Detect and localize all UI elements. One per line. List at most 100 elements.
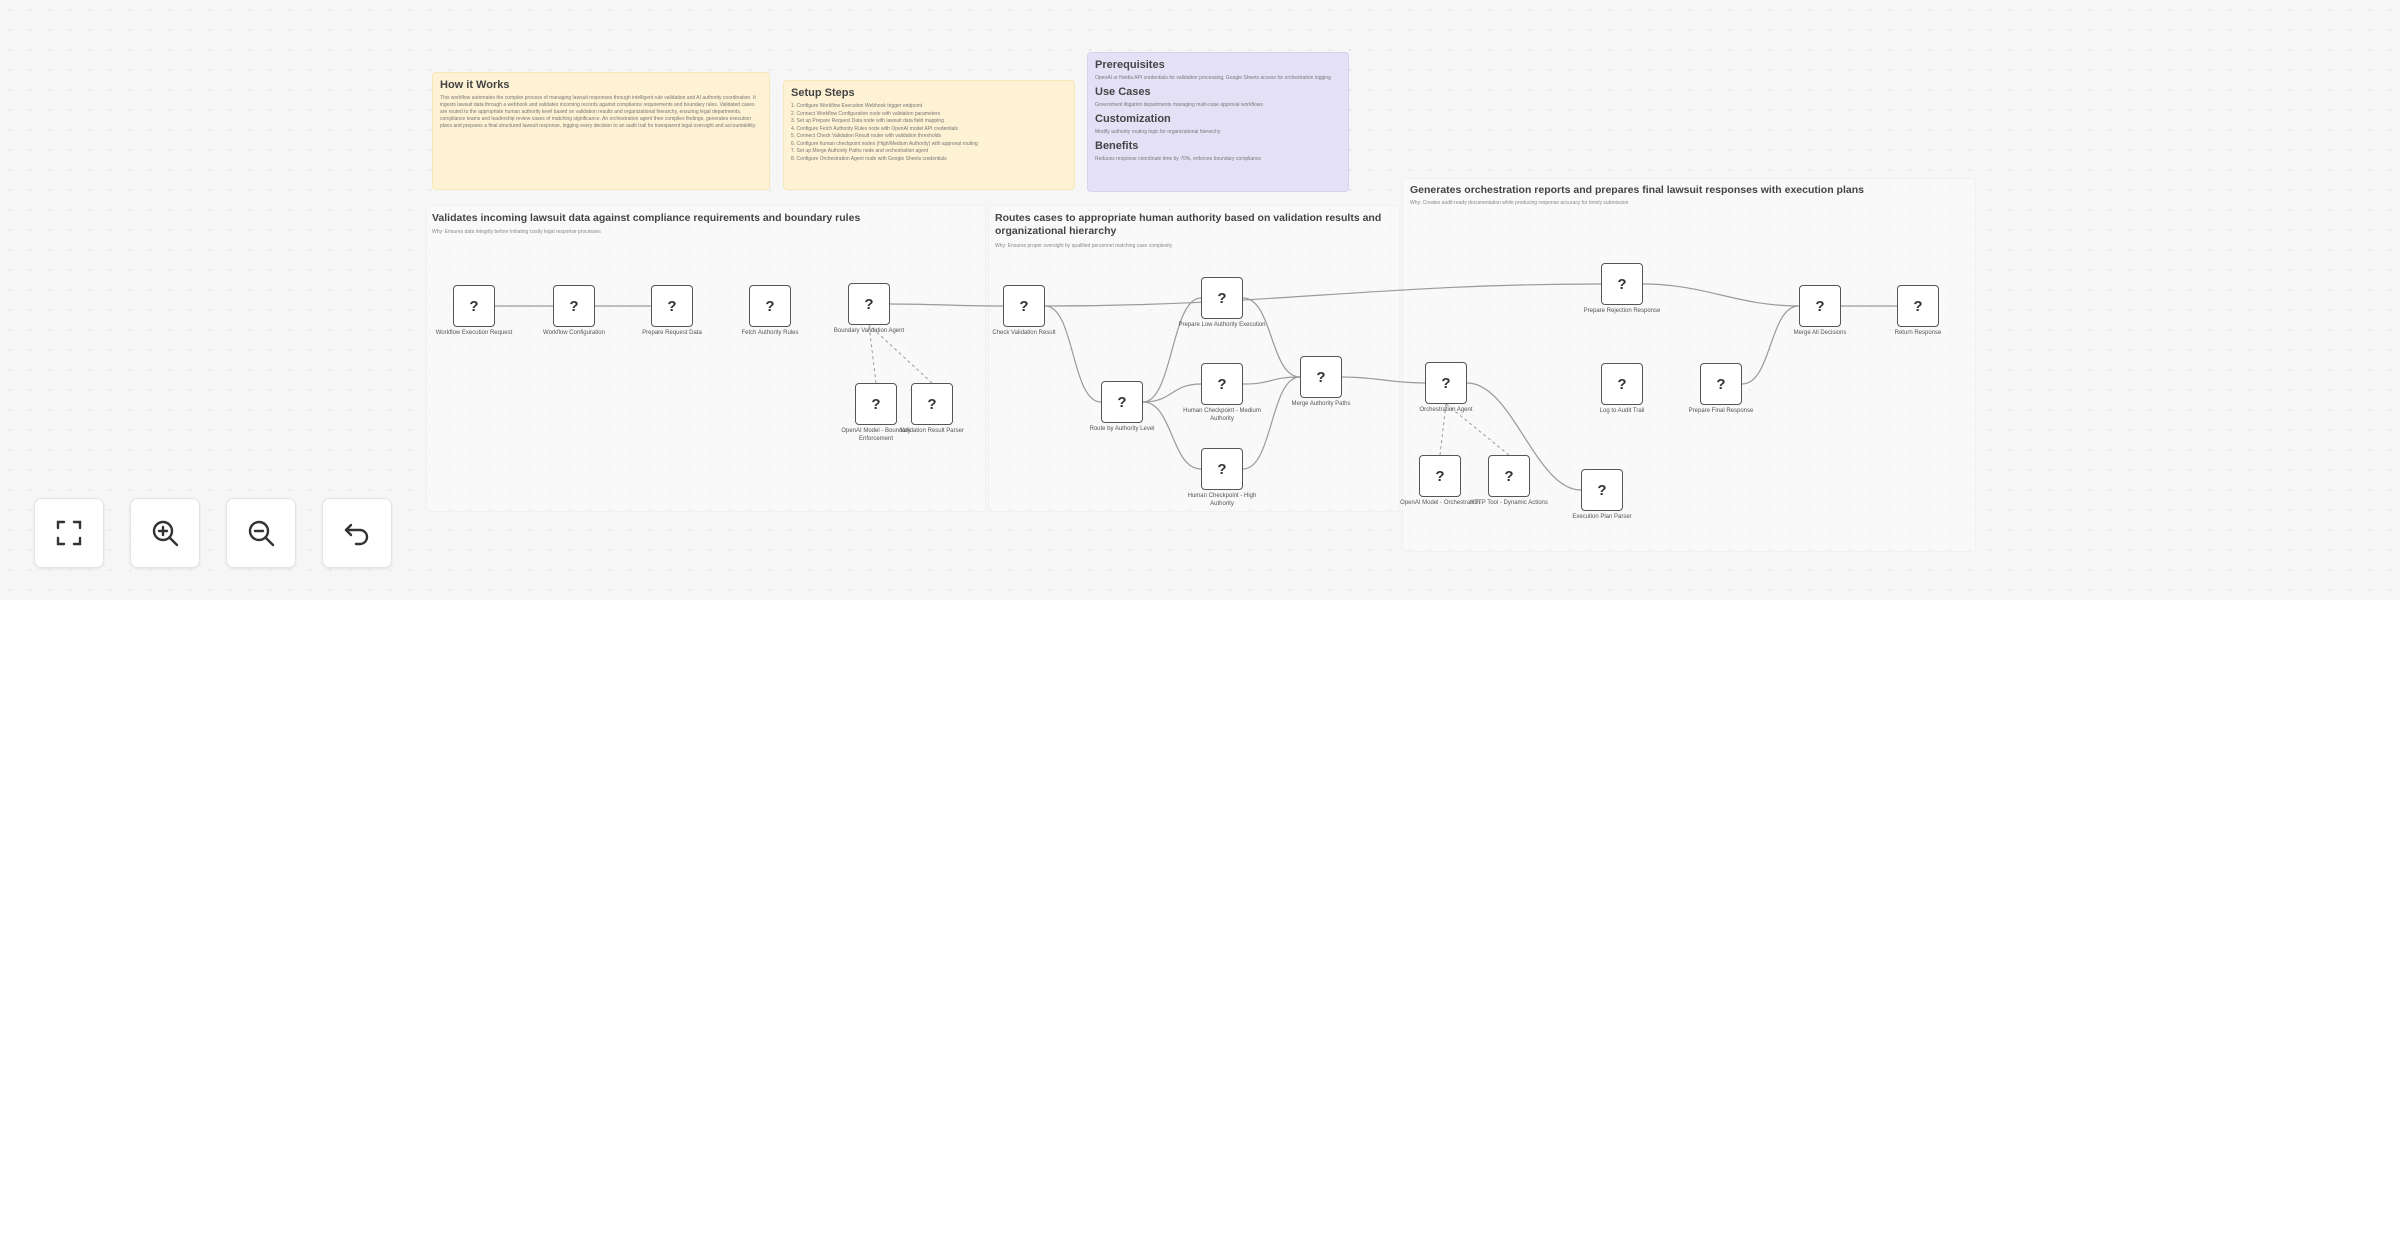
unknown-node-icon: ? bbox=[1117, 393, 1127, 411]
workflow-node[interactable]: ? bbox=[1419, 455, 1461, 497]
group-orchestration[interactable] bbox=[1402, 178, 1976, 552]
setup-step-line: 3. Set up Prepare Request Data node with… bbox=[791, 118, 944, 124]
sticky-title: How it Works bbox=[440, 79, 510, 91]
workflow-node[interactable]: ? bbox=[911, 383, 953, 425]
node-label: Prepare Final Response bbox=[1688, 408, 1754, 414]
group-title-validation: Validates incoming lawsuit data against … bbox=[432, 212, 861, 224]
node-label: Prepare Low Authority Execution bbox=[1178, 322, 1266, 328]
workflow-node[interactable]: ? bbox=[1201, 363, 1243, 405]
unknown-node-icon: ? bbox=[1504, 467, 1514, 485]
node-label: Fetch Authority Rules bbox=[741, 330, 799, 336]
undo-button[interactable] bbox=[322, 498, 392, 568]
sticky-body: Modify authority routing logic for organ… bbox=[1095, 129, 1221, 135]
workflow-node[interactable]: ? bbox=[1581, 469, 1623, 511]
unknown-node-icon: ? bbox=[1217, 289, 1227, 307]
zoom-in-icon bbox=[152, 520, 179, 547]
setup-step-line: 2. Connect Workflow Configuration node w… bbox=[791, 110, 941, 117]
group-validation[interactable] bbox=[426, 205, 986, 512]
node-label: Validation Result Parser bbox=[900, 428, 964, 434]
node-label: Route by Authority Level bbox=[1089, 426, 1155, 432]
sticky-subtitle-customization: Customization bbox=[1095, 113, 1171, 125]
sticky-note-prerequisites[interactable]: Prerequisites OpenAI or Nvidia API crede… bbox=[1087, 52, 1349, 192]
node-label: Human Checkpoint - Medium Authority bbox=[1183, 408, 1261, 422]
unknown-node-icon: ? bbox=[1597, 481, 1607, 499]
unknown-node-icon: ? bbox=[1217, 460, 1227, 478]
node-label: OpenAI Model - Boundary Enforcement bbox=[841, 428, 911, 442]
unknown-node-icon: ? bbox=[1913, 297, 1923, 315]
sticky-subtitle-use-cases: Use Cases bbox=[1095, 86, 1151, 98]
workflow-node[interactable]: ? bbox=[1799, 285, 1841, 327]
workflow-node[interactable]: ? bbox=[749, 285, 791, 327]
node-label: Return Response bbox=[1894, 330, 1942, 336]
workflow-node[interactable]: ? bbox=[1700, 363, 1742, 405]
sticky-note-how-it-works[interactable]: How it Works This workflow automates the… bbox=[432, 72, 770, 190]
sticky-body: Reduces response coordinate time by 70%,… bbox=[1095, 156, 1262, 162]
zoom-in-button[interactable] bbox=[130, 498, 200, 568]
undo-icon bbox=[344, 523, 369, 546]
setup-step-line: 7. Set up Merge Authority Paths node and… bbox=[791, 148, 929, 154]
workflow-node[interactable]: ? bbox=[1601, 363, 1643, 405]
group-why-orchestration: Why: Creates audit-ready documentation w… bbox=[1410, 200, 1629, 206]
sticky-note-setup-steps[interactable]: Setup Steps 1. Configure Workflow Execut… bbox=[783, 80, 1075, 190]
workflow-node[interactable]: ? bbox=[1488, 455, 1530, 497]
node-label: OpenAI Model - Orchestration bbox=[1400, 500, 1480, 506]
workflow-node[interactable]: ? bbox=[1300, 356, 1342, 398]
unknown-node-icon: ? bbox=[469, 297, 479, 315]
unknown-node-icon: ? bbox=[1435, 467, 1445, 485]
node-label: Boundary Validation Agent bbox=[833, 328, 905, 334]
node-label: Log to Audit Trail bbox=[1599, 408, 1645, 414]
workflow-node[interactable]: ? bbox=[1201, 448, 1243, 490]
node-label: Prepare Rejection Response bbox=[1583, 308, 1661, 314]
unknown-node-icon: ? bbox=[1716, 375, 1726, 393]
workflow-node[interactable]: ? bbox=[651, 285, 693, 327]
workflow-node[interactable]: ? bbox=[1003, 285, 1045, 327]
workflow-node[interactable]: ? bbox=[1201, 277, 1243, 319]
fit-view-button[interactable] bbox=[34, 498, 104, 568]
workflow-node[interactable]: ? bbox=[1101, 381, 1143, 423]
node-label: Orchestration Agent bbox=[1419, 407, 1473, 413]
unknown-node-icon: ? bbox=[765, 297, 775, 315]
workflow-node[interactable]: ? bbox=[1897, 285, 1939, 327]
setup-step-line: 5. Connect Check Validation Result route… bbox=[791, 133, 941, 139]
node-label: HTTP Tool - Dynamic Actions bbox=[1470, 500, 1548, 506]
node-label: Human Checkpoint - High Authority bbox=[1187, 493, 1257, 507]
unknown-node-icon: ? bbox=[1019, 297, 1029, 315]
unknown-node-icon: ? bbox=[1316, 368, 1326, 386]
sticky-body: OpenAI or Nvidia API credentials for val… bbox=[1095, 75, 1331, 81]
unknown-node-icon: ? bbox=[1441, 374, 1451, 392]
node-label: Workflow Execution Request bbox=[435, 330, 513, 336]
node-label: Execution Plan Parser bbox=[1572, 514, 1632, 520]
node-label: Check Validation Result bbox=[992, 330, 1056, 336]
unknown-node-icon: ? bbox=[569, 297, 579, 315]
unknown-node-icon: ? bbox=[1617, 375, 1627, 393]
sticky-subtitle-benefits: Benefits bbox=[1095, 140, 1139, 152]
unknown-node-icon: ? bbox=[1217, 375, 1227, 393]
setup-step-line: 6. Configure human checkpoint nodes (Hig… bbox=[791, 140, 978, 147]
sticky-body: This workflow automates the complex proc… bbox=[440, 95, 757, 129]
workflow-canvas[interactable]: How it Works This workflow automates the… bbox=[0, 0, 2400, 600]
unknown-node-icon: ? bbox=[864, 295, 874, 313]
group-title-orchestration: Generates orchestration reports and prep… bbox=[1410, 184, 1864, 196]
workflow-node[interactable]: ? bbox=[1425, 362, 1467, 404]
workflow-node[interactable]: ? bbox=[553, 285, 595, 327]
unknown-node-icon: ? bbox=[667, 297, 677, 315]
unknown-node-icon: ? bbox=[927, 395, 937, 413]
setup-step-line: 4. Configure Fetch Authority Rules node … bbox=[791, 125, 959, 132]
zoom-out-button[interactable] bbox=[226, 498, 296, 568]
group-why-validation: Why: Ensures data integrity before initi… bbox=[432, 229, 601, 235]
workflow-node[interactable]: ? bbox=[1601, 263, 1643, 305]
workflow-node[interactable]: ? bbox=[453, 285, 495, 327]
unknown-node-icon: ? bbox=[1815, 297, 1825, 315]
sticky-body: Government litigation departments managi… bbox=[1095, 102, 1263, 108]
setup-steps-list: 1. Configure Workflow Execution Webhook … bbox=[791, 103, 1067, 163]
sticky-title: Prerequisites bbox=[1095, 59, 1165, 71]
zoom-out-icon bbox=[248, 520, 275, 547]
setup-step-line: 8. Configure Orchestration Agent node wi… bbox=[791, 155, 947, 162]
workflow-node[interactable]: ? bbox=[855, 383, 897, 425]
workflow-node[interactable]: ? bbox=[848, 283, 890, 325]
sticky-title: Setup Steps bbox=[791, 87, 855, 99]
unknown-node-icon: ? bbox=[871, 395, 881, 413]
unknown-node-icon: ? bbox=[1617, 275, 1627, 293]
node-label: Workflow Configuration bbox=[543, 330, 605, 336]
setup-step-line: 1. Configure Workflow Execution Webhook … bbox=[791, 103, 922, 109]
